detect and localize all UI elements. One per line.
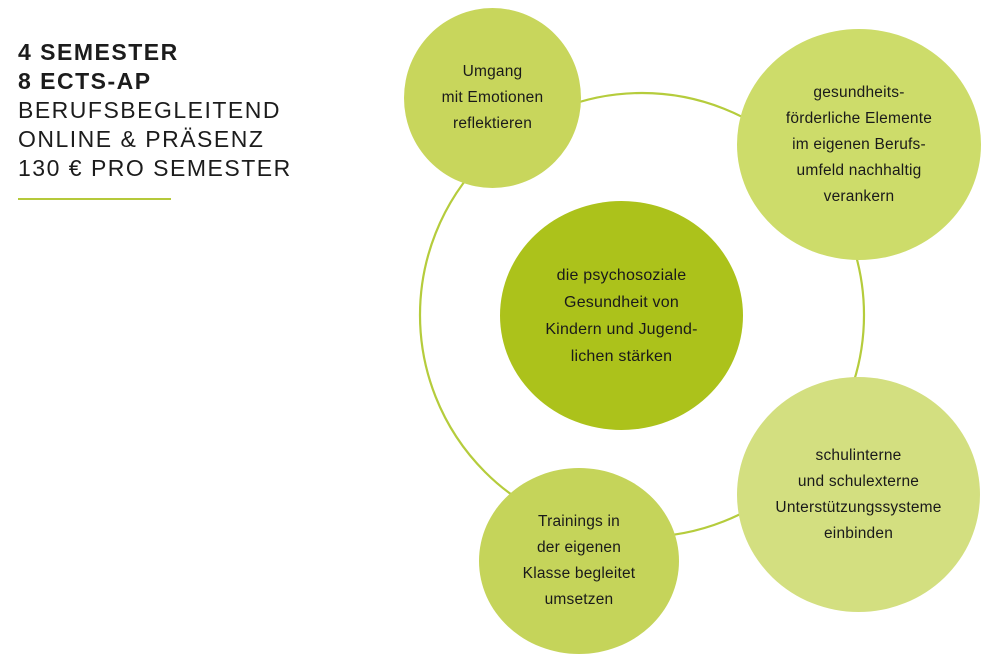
info-semesters: 4 SEMESTER [18, 39, 179, 65]
bubble-health-label: gesundheits- förderliche Elemente im eig… [785, 83, 933, 205]
bubble-trainings: Trainings in der eigenen Klasse begleite… [479, 468, 679, 654]
bubble-emotions-label: Umgang mit Emotionen reflektieren [441, 63, 544, 132]
bubble-support: schulinterne und schulexterne Unterstütz… [737, 377, 980, 612]
course-info: 4 SEMESTER 8 ECTS-AP BERUFSBEGLEITEND ON… [18, 38, 318, 183]
info-price: 130 € PRO SEMESTER [18, 155, 292, 181]
bubble-support-label: schulinterne und schulexterne Unterstütz… [775, 446, 942, 542]
info-ects: 8 ECTS-AP [18, 68, 152, 94]
center-bubble-label: die psychosoziale Gesundheit von Kindern… [545, 266, 698, 365]
bubble-health: gesundheits- förderliche Elemente im eig… [737, 29, 981, 260]
accent-underline [18, 198, 171, 200]
center-bubble: die psychosoziale Gesundheit von Kindern… [500, 201, 743, 430]
info-mode: ONLINE & PRÄSENZ [18, 126, 265, 152]
bubble-emotions: Umgang mit Emotionen reflektieren [404, 8, 581, 188]
bubble-trainings-label: Trainings in der eigenen Klasse begleite… [522, 513, 636, 608]
info-format: BERUFSBEGLEITEND [18, 97, 281, 123]
